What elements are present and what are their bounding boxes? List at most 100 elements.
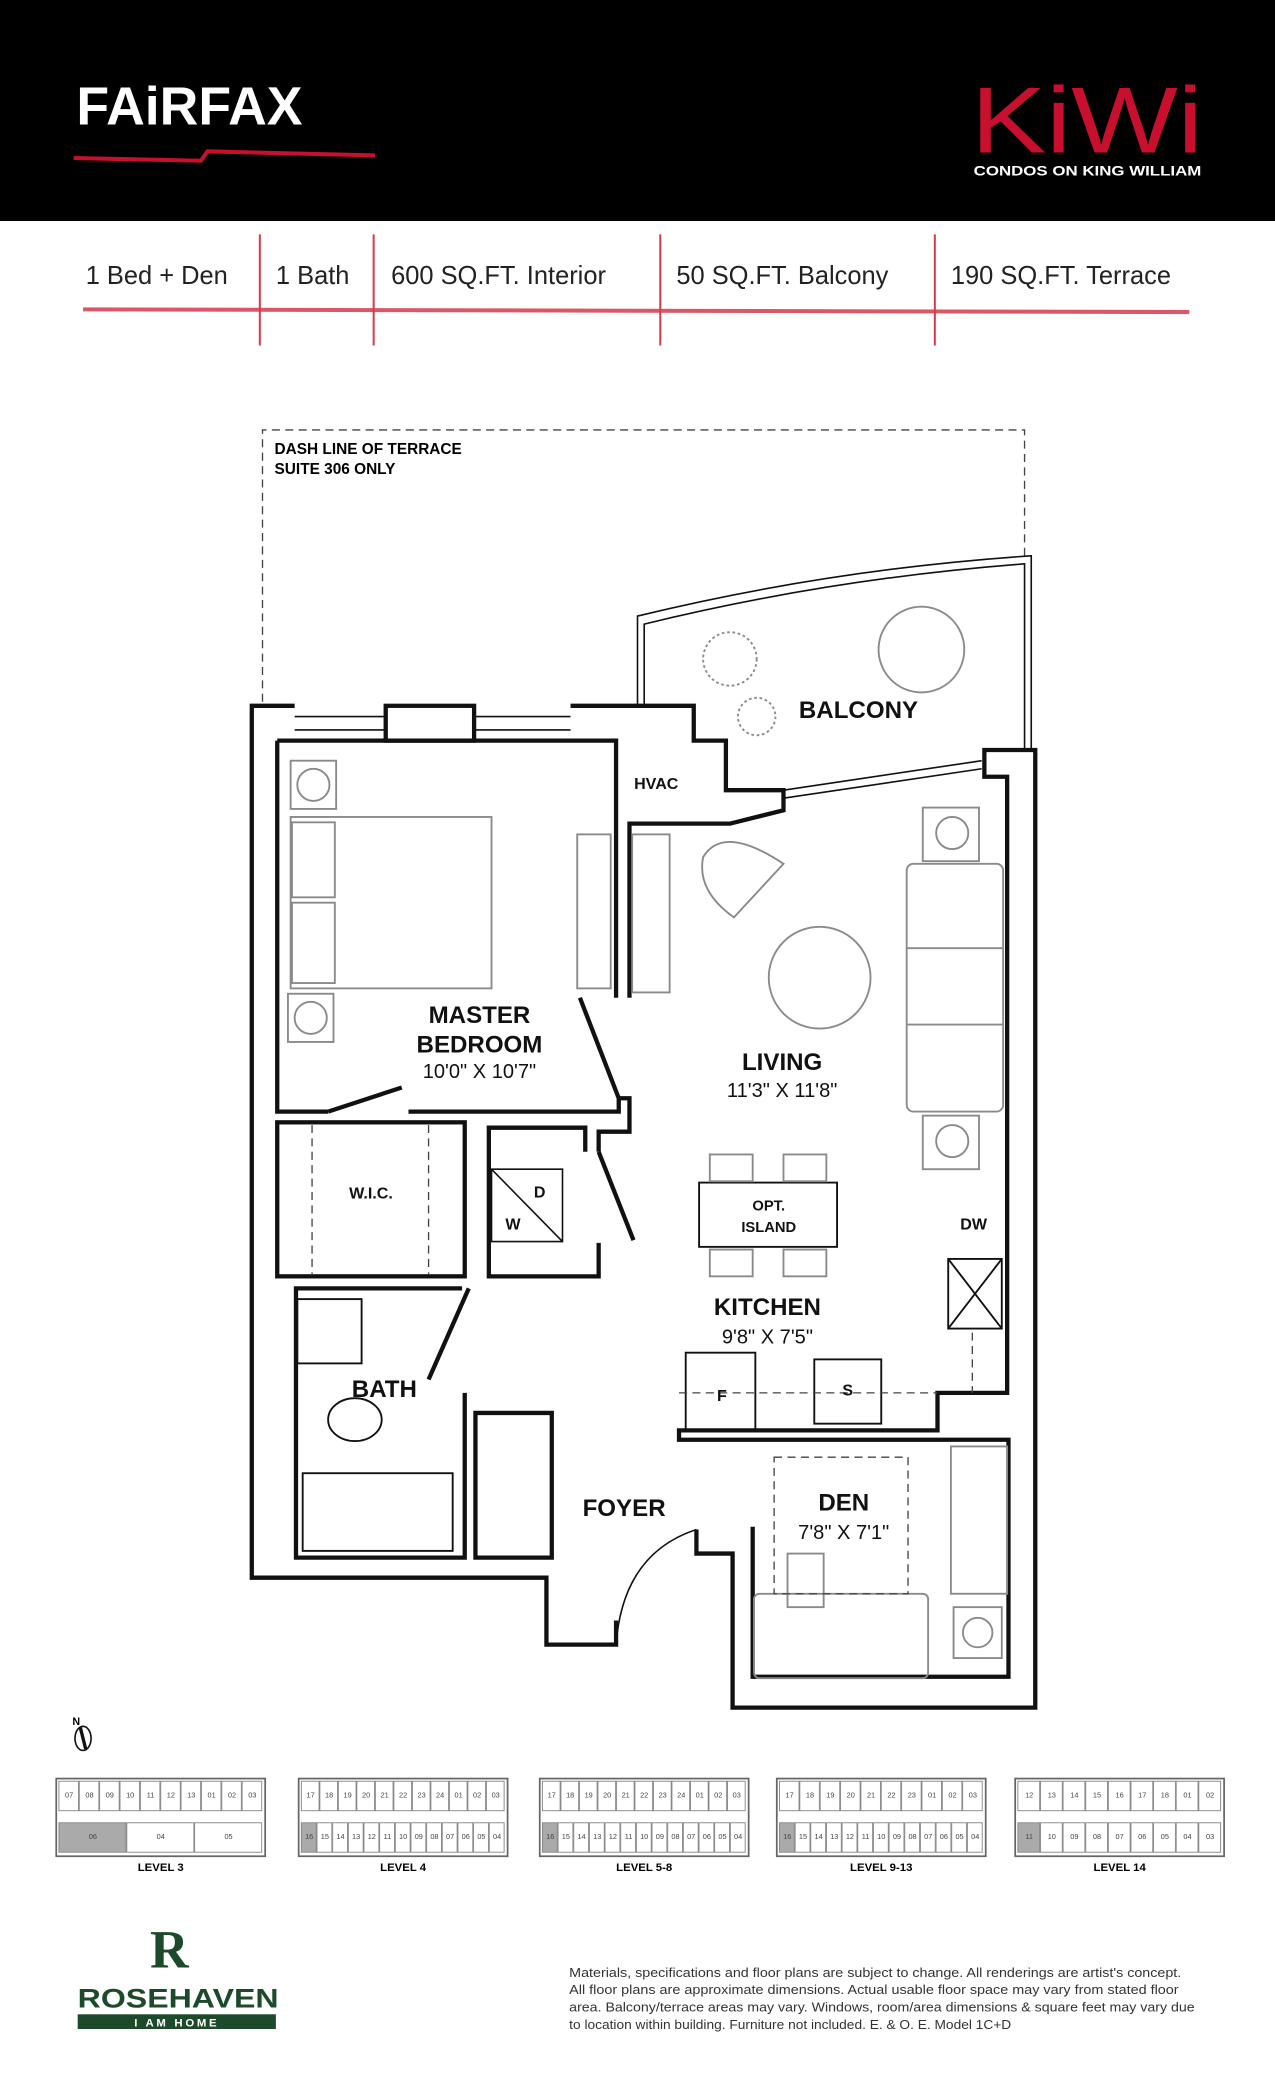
key-plan-unit-number: 17: [306, 1790, 314, 1799]
key-plan-unit-number: 04: [157, 1832, 165, 1841]
wic-walls: [275, 1120, 467, 1279]
key-plan-unit-number: 23: [908, 1790, 916, 1799]
key-plan-unit: [1130, 1780, 1154, 1812]
label-fridge: F: [717, 1387, 727, 1405]
key-plan-unit: [441, 1822, 458, 1853]
key-plan-unit: [634, 1780, 654, 1812]
key-plan-unit: [485, 1780, 505, 1812]
key-plan-unit: [1040, 1822, 1063, 1853]
key-plan-unit: [880, 1780, 902, 1812]
key-plan-unit-number: 06: [940, 1832, 948, 1841]
key-plan-unit: [810, 1822, 827, 1853]
key-plan-unit: [689, 1780, 709, 1812]
key-plan-unit: [1153, 1780, 1176, 1812]
key-plan-unit-number: 21: [622, 1790, 630, 1799]
disclaimer-line: Materials, specifications and floor plan…: [569, 1965, 1181, 1980]
key-plan-unit-number: 05: [477, 1832, 485, 1841]
key-plan-unit-number: 08: [85, 1790, 93, 1799]
key-plan-unit-number: 16: [783, 1832, 791, 1841]
key-plan-unit: [337, 1780, 357, 1812]
key-plan-unit-number: 24: [436, 1790, 444, 1799]
balcony-railing: [636, 554, 1033, 750]
north-arrow: N: [72, 1716, 92, 1752]
key-plan-unit-number: 18: [1161, 1790, 1169, 1799]
key-plan-unit: [935, 1822, 952, 1853]
wall-pier: [383, 703, 477, 743]
key-plan-unit-number: 13: [1048, 1790, 1056, 1799]
key-plan-unit-number: 15: [321, 1832, 329, 1841]
key-plan-unit-highlighted: [778, 1822, 795, 1853]
key-plan-unit: [316, 1822, 333, 1853]
key-plan-unit-number: 06: [89, 1832, 97, 1841]
key-plan-unit: [363, 1822, 380, 1853]
key-plan-unit: [430, 1780, 450, 1812]
outer-wall-west: [249, 703, 619, 1647]
key-plan-unit: [615, 1780, 635, 1812]
wic-door: [327, 1085, 403, 1114]
label-island-1: OPT.: [752, 1199, 785, 1215]
compass-icon: [74, 1725, 92, 1752]
key-plan-unit: [78, 1780, 100, 1812]
key-plan-unit: [393, 1780, 413, 1812]
foyer-closet: [473, 1410, 554, 1560]
key-plan-unit: [966, 1822, 983, 1853]
key-plan-unit-number: 04: [971, 1832, 979, 1841]
key-plan-unit: [799, 1780, 820, 1812]
key-plan-unit-number: 14: [1070, 1790, 1078, 1799]
key-plan-unit-number: 21: [867, 1790, 875, 1799]
key-plan-unit-number: 16: [1116, 1790, 1124, 1799]
key-plan-unit: [180, 1780, 202, 1812]
label-living: LIVING: [742, 1049, 822, 1076]
key-plan-unit-number: 12: [1025, 1790, 1033, 1799]
kiwi-logo: KiWi: [971, 68, 1203, 173]
key-plan-unit-number: 10: [640, 1832, 648, 1841]
key-plan-unit-number: 15: [799, 1832, 807, 1841]
key-plan-label: LEVEL 9-13: [850, 1862, 912, 1874]
key-plan-unit-number: 11: [384, 1832, 392, 1841]
key-plan-unit-number: 10: [1048, 1832, 1056, 1841]
key-plan-unit-number: 18: [806, 1790, 814, 1799]
key-plan-unit: [921, 1780, 942, 1812]
key-plan-unit-number: 21: [381, 1790, 389, 1799]
key-plan-unit-number: 14: [336, 1832, 344, 1841]
key-plan-unit-number: 19: [826, 1790, 834, 1799]
key-plan-unit: [1175, 1780, 1199, 1812]
key-plan-unit: [872, 1822, 889, 1853]
key-plan-unit: [1198, 1822, 1222, 1853]
spec-terrace: 190 SQ.FT. Terrace: [951, 262, 1171, 290]
label-foyer: FOYER: [583, 1495, 666, 1522]
key-plan-label: LEVEL 5-8: [616, 1862, 672, 1874]
label-stove: S: [842, 1382, 853, 1400]
key-plan-unit-number: 15: [562, 1832, 570, 1841]
hvac-wall: [570, 703, 786, 998]
disclaimer: Materials, specifications and floor plan…: [569, 1965, 1194, 2032]
key-plan-unit-number: 09: [415, 1832, 423, 1841]
key-plan-unit: [1107, 1822, 1131, 1853]
key-plan-unit-number: 01: [696, 1790, 704, 1799]
key-plan-unit-number: 06: [1138, 1832, 1146, 1841]
spec-balcony: 50 SQ.FT. Balcony: [676, 262, 888, 290]
washer-dryer: [490, 1168, 564, 1243]
label-hvac: HVAC: [634, 775, 679, 793]
key-plan-unit: [99, 1780, 120, 1812]
spec-interior: 600 SQ.FT. Interior: [391, 262, 606, 290]
key-plan-unit: [901, 1780, 922, 1812]
key-plan-unit-number: 12: [609, 1832, 617, 1841]
key-plan-unit: [620, 1822, 637, 1853]
key-plan-unit-number: 09: [656, 1832, 664, 1841]
key-plan-unit-number: 03: [969, 1790, 977, 1799]
key-plan-unit-number: 12: [846, 1832, 854, 1841]
key-plan-unit-number: 07: [924, 1832, 932, 1841]
key-plan-unit: [1175, 1822, 1199, 1853]
spec-bathrooms: 1 Bath: [276, 262, 350, 290]
key-plan-unit-number: 05: [718, 1832, 726, 1841]
key-plan-unit: [857, 1822, 874, 1853]
key-plan-unit-number: 05: [1161, 1832, 1169, 1841]
label-island-2: ISLAND: [741, 1220, 796, 1236]
compass-label: N: [72, 1716, 80, 1728]
laundry-door: [596, 1151, 636, 1241]
key-plan-unit-highlighted: [541, 1822, 558, 1853]
key-plan-unit-number: 19: [585, 1790, 593, 1799]
key-plan-unit-number: 16: [305, 1832, 313, 1841]
key-plan-unit-number: 06: [462, 1832, 470, 1841]
